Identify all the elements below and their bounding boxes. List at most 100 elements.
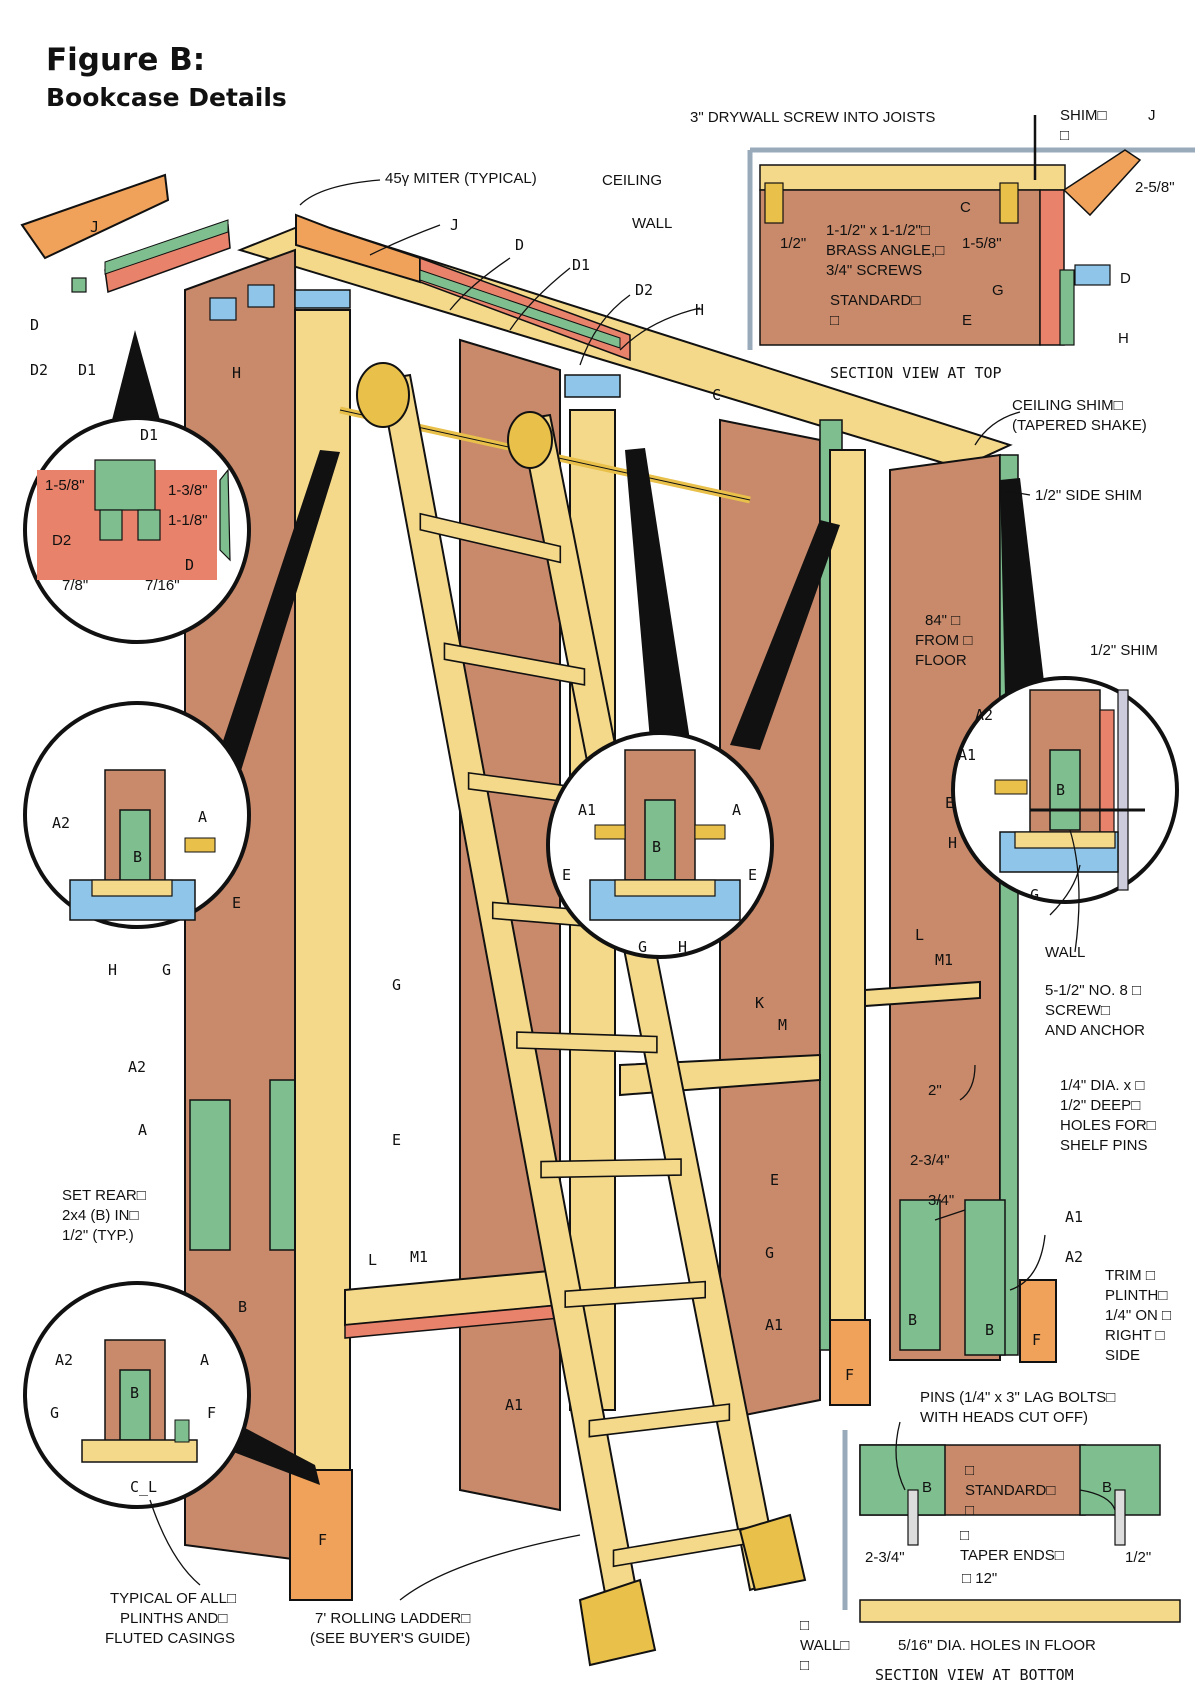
- section-bottom-b1-label: B: [922, 1479, 932, 1496]
- label-d-top: D: [515, 236, 524, 254]
- section-top-angle-right: [999, 182, 1019, 224]
- figure-title: Figure B:: [46, 42, 205, 78]
- label-ladder-2: (SEE BUYER'S GUIDE): [310, 1630, 470, 1647]
- detail-circle-center: [546, 448, 840, 959]
- detail-circle-bottom-left: [23, 1281, 320, 1509]
- section-top-capital-h: [1074, 264, 1111, 286]
- detail-r-a2-label: A2: [975, 706, 993, 724]
- detail-ml-a2-label: A2: [52, 814, 70, 832]
- leader-lines: [149, 179, 1116, 1601]
- label-side-shim: 1/2" SIDE SHIM: [1035, 487, 1142, 504]
- label-h-left: H: [232, 364, 241, 382]
- detail-bl-g-label: G: [50, 1404, 59, 1422]
- section-top-title: SECTION VIEW AT TOP: [830, 364, 1002, 382]
- label-2in: 2": [928, 1082, 942, 1099]
- section-bottom-wall-3: □: [800, 1657, 809, 1674]
- panel-a1-right: [889, 453, 1001, 1361]
- section-bottom-pin-left: [907, 1489, 919, 1546]
- label-m1-right: M1: [935, 951, 953, 969]
- section-top-d-label: D: [1120, 270, 1131, 287]
- trim-plinth-f: [1019, 1279, 1057, 1363]
- section-bottom-234-label: 2-3/4": [865, 1549, 905, 1566]
- bookcase-body: [184, 213, 1057, 1601]
- detail-bl-cl-label: C̲L: [130, 1478, 157, 1496]
- label-trim-plinth-2: PLINTH□: [1105, 1287, 1167, 1304]
- label-shelf-pins-4: SHELF PINS: [1060, 1137, 1148, 1154]
- ladder-rung: [612, 1525, 755, 1568]
- label-84-floor-2: FROM □: [915, 632, 972, 649]
- detail-r-g-label: G: [1030, 886, 1039, 904]
- section-top-standard-1: STANDARD□: [830, 292, 920, 309]
- rolling-ladder: [356, 362, 807, 1667]
- ladder-rung: [564, 1280, 707, 1309]
- capital-h-left: [294, 289, 351, 309]
- section-top-frame-c: [759, 164, 1066, 191]
- detail-circle-mid-left: [23, 450, 340, 929]
- section-top-standard-2: □: [830, 312, 839, 329]
- label-screw-anchor-1: 5-1/2" NO. 8 □: [1045, 982, 1141, 999]
- section-top-j-label: J: [1148, 107, 1156, 124]
- label-d2-top: D2: [635, 281, 653, 299]
- molding-exploded: [20, 173, 275, 321]
- detail-tl-d1: [94, 459, 156, 511]
- detail-tl-d2-label: D2: [52, 532, 71, 549]
- detail-ml-h-label: H: [108, 961, 117, 979]
- section-bottom-holes-label: 5/16" DIA. HOLES IN FLOOR: [898, 1637, 1096, 1654]
- section-top-12-label: 1/2": [780, 235, 806, 252]
- section-top-wall-label: WALL: [632, 215, 672, 232]
- label-trim-plinth-3: 1/4" ON □: [1105, 1307, 1171, 1324]
- section-bottom-12in-label: □ 12": [962, 1570, 997, 1587]
- detail-r-angle: [994, 779, 1028, 795]
- section-top-screw-label: 3" DRYWALL SCREW INTO JOISTS: [690, 109, 935, 126]
- section-top-e: [1059, 269, 1075, 346]
- label-h-top: H: [695, 301, 704, 319]
- label-g-mid2: G: [765, 1244, 774, 1262]
- section-top-angle-3: 3/4" SCREWS: [826, 262, 922, 279]
- detail-tl-138-label: 1-3/8": [168, 482, 208, 499]
- detail-r-shim: [1099, 709, 1115, 841]
- detail-bl-f-label: F: [207, 1404, 216, 1422]
- label-set-rear-1: SET REAR□: [62, 1187, 146, 1204]
- label-trim-plinth-1: TRIM □: [1105, 1267, 1155, 1284]
- plinth-f-mid: [829, 1319, 871, 1406]
- detail-tl-d-1: [99, 509, 123, 541]
- exploded-h-1: [209, 297, 237, 321]
- detail-tl-716-label: 7/16": [145, 577, 180, 594]
- section-top-angle-2: BRASS ANGLE,□: [826, 242, 944, 259]
- detail-bl-a-label: A: [200, 1351, 209, 1369]
- label-84-floor-3: FLOOR: [915, 652, 967, 669]
- ladder-foot-right: [738, 1513, 807, 1592]
- section-view-top: [747, 115, 1195, 350]
- standard-a-left: [189, 1099, 231, 1251]
- label-shelf-pins-1: 1/4" DIA. x □: [1060, 1077, 1144, 1094]
- label-shim-right: 1/2" SHIM: [1090, 642, 1158, 659]
- label-b-right-1: B: [908, 1311, 917, 1329]
- label-trim-plinth-4: RIGHT □: [1105, 1327, 1165, 1344]
- label-ceiling-shim-1: CEILING SHIM□: [1012, 397, 1123, 414]
- label-screw-anchor-2: SCREW□: [1045, 1002, 1110, 1019]
- section-bottom-taper-label: TAPER ENDS□: [960, 1547, 1064, 1564]
- detail-bl-g: [81, 1439, 198, 1463]
- detail-tl-profile: [219, 468, 231, 562]
- section-bottom-standard-1: □: [965, 1462, 974, 1479]
- label-typical-2: PLINTHS AND□: [120, 1610, 227, 1627]
- detail-ml-a-label: A: [198, 808, 207, 826]
- detail-c-a1-label: A1: [578, 801, 596, 819]
- label-m-mid: M: [778, 1016, 787, 1034]
- ladder-foot-left: [578, 1578, 657, 1667]
- detail-c-e2-label: E: [748, 866, 757, 884]
- label-wall-right: WALL: [1045, 944, 1085, 961]
- section-bottom-mark: □: [960, 1527, 969, 1544]
- label-d2-left: D2: [30, 361, 48, 379]
- label-f-left: F: [318, 1531, 327, 1549]
- detail-r-wall: [1117, 689, 1129, 891]
- section-top-crown: [1062, 149, 1142, 217]
- detail-r-h-label: H: [948, 834, 957, 852]
- label-a2-right: A2: [1065, 1248, 1083, 1266]
- detail-ml-b-label: B: [133, 848, 142, 866]
- label-typical-3: FLUTED CASINGS: [105, 1630, 235, 1647]
- label-3-4: 3/4": [928, 1192, 954, 1209]
- ladder-rungs: [419, 512, 755, 1568]
- ladder-rung: [588, 1403, 731, 1438]
